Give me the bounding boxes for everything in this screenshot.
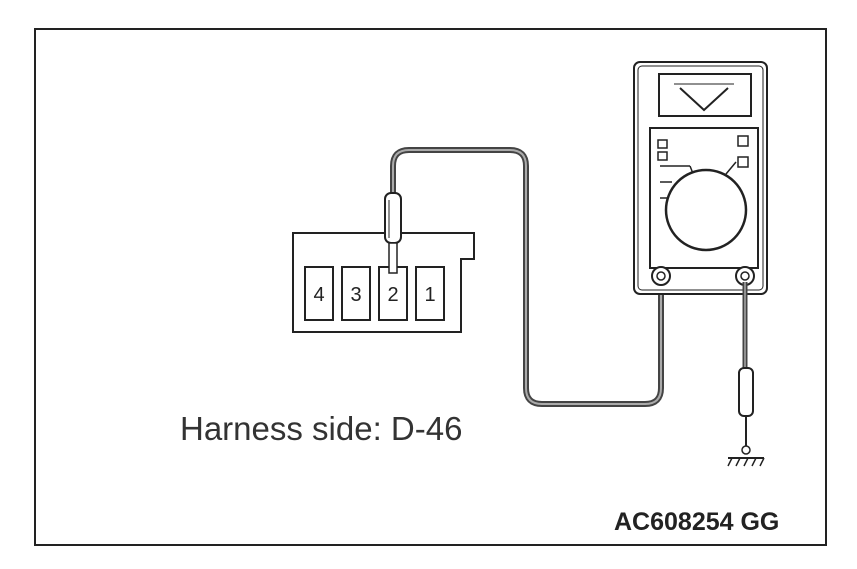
- needle-indicator: [679, 87, 729, 112]
- multimeter: [633, 61, 768, 295]
- probe-pin-2: [384, 192, 402, 274]
- diagram-frame: [34, 28, 827, 546]
- figure-id: AC608254 GG: [614, 508, 780, 536]
- pin-label-2: 2: [387, 284, 399, 306]
- pin-label-1: 1: [424, 284, 436, 306]
- connector-pin-3: [341, 266, 371, 321]
- ground-lead: [738, 282, 754, 455]
- harness-caption: Harness side: D-46: [180, 410, 463, 447]
- connector-pin-4: [304, 266, 334, 321]
- connector-pin-1: [415, 266, 445, 321]
- selector-dial: [664, 168, 748, 252]
- pin-label-4: 4: [313, 284, 325, 306]
- ground-symbol: [727, 457, 765, 467]
- pin-label-3: 3: [350, 284, 362, 306]
- connector-pin-2: [378, 266, 408, 321]
